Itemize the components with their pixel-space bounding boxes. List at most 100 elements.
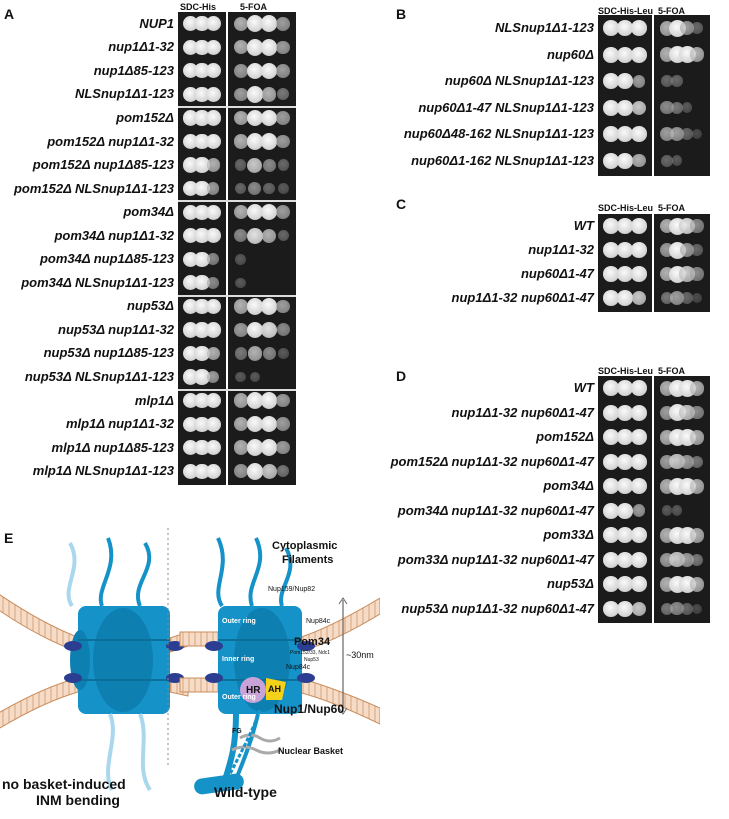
yeast-spot (246, 462, 264, 480)
yeast-spot (603, 404, 619, 421)
basket-ring (194, 773, 244, 795)
yeast-spot (617, 218, 633, 234)
yeast-spot (603, 453, 619, 470)
yeast-spot (205, 416, 221, 432)
yeast-spot (631, 380, 647, 397)
strain-label: nup1Δ1-32 nup60Δ1-47 (451, 404, 594, 420)
caption-left-1: no basket-induced (2, 776, 126, 792)
hr-domain (240, 677, 266, 703)
yeast-spot (603, 46, 619, 63)
strain-label: mlp1Δ nup1Δ1-32 (66, 416, 174, 432)
right-filament (248, 537, 263, 607)
yeast-spot (260, 133, 278, 150)
yeast-spot (603, 380, 619, 397)
yeast-spot (277, 348, 289, 359)
yeast-spot (617, 502, 633, 519)
strain-label: pom34Δ (123, 204, 174, 220)
pom-sub2-label: Nup53 (304, 657, 319, 663)
yeast-spot (235, 253, 247, 265)
yeast-spot (260, 109, 278, 127)
yeast-spot (260, 415, 278, 433)
yeast-spot (632, 504, 646, 518)
yeast-spot (603, 502, 619, 519)
group-divider (178, 294, 296, 297)
yeast-spot (617, 478, 633, 495)
strain-label: nup60Δ NLSnup1Δ1-123 (444, 73, 594, 89)
strain-label: nup53Δ nup1Δ1-32 (58, 321, 174, 337)
ah-label: AH (268, 684, 281, 694)
yeast-spot (261, 463, 277, 479)
yeast-spot (689, 380, 705, 396)
right-transmembrane (297, 641, 315, 651)
yeast-spot (277, 183, 289, 194)
yeast-spot (205, 133, 221, 150)
filaments-label: Filaments (282, 554, 334, 566)
yeast-spot (603, 242, 619, 258)
strain-label: mlp1Δ (134, 392, 174, 408)
strain-label: nup60Δ1-47 NLSnup1Δ1-123 (418, 99, 594, 115)
yeast-spot (233, 40, 248, 55)
yeast-spot (260, 39, 278, 56)
yeast-spot (233, 440, 248, 455)
yeast-spot (235, 182, 247, 195)
spot-grid-a (178, 12, 296, 485)
nup1-strand (220, 709, 262, 791)
strain-label: pom34Δ NLSnup1Δ1-123 (21, 274, 174, 290)
yeast-spot (661, 75, 673, 88)
spot-grid-d (598, 376, 710, 623)
left-filament (98, 537, 114, 607)
strain-label: pom34Δ nup1Δ85-123 (39, 251, 174, 267)
yeast-spot (631, 20, 647, 37)
yeast-spot (603, 99, 619, 116)
yeast-spot (617, 99, 633, 116)
yeast-spot (681, 602, 693, 615)
left-basket-strand (138, 713, 152, 792)
yeast-spot (680, 454, 694, 469)
yeast-spot (205, 463, 221, 479)
yeast-spot (690, 219, 704, 233)
strain-label: nup1Δ1-32 nup60Δ1-47 (451, 290, 594, 305)
npc-schematic-svg (0, 528, 381, 795)
yeast-spot (276, 323, 290, 337)
yeast-spot (246, 39, 264, 56)
yeast-spot (661, 505, 673, 517)
yeast-spot (681, 102, 693, 114)
yeast-spot (603, 266, 619, 282)
yeast-spot (689, 527, 705, 543)
yeast-spot (631, 290, 647, 306)
left-filament (66, 542, 77, 608)
yeast-spot (206, 182, 220, 195)
yeast-spot (205, 392, 221, 409)
strain-label: mlp1Δ nup1Δ85-123 (51, 439, 174, 455)
yeast-spot (276, 134, 291, 149)
yeast-spot (205, 322, 221, 338)
fg-label: FG (232, 728, 242, 735)
yeast-spot (671, 505, 683, 517)
yeast-spot (248, 182, 262, 196)
yeast-spot (194, 345, 210, 362)
yeast-spot (246, 439, 264, 456)
yeast-spot (205, 16, 221, 32)
group-divider (178, 200, 296, 203)
yeast-spot (246, 298, 264, 315)
strain-label: pom34Δ nup1Δ1-32 nup60Δ1-47 (397, 502, 594, 518)
yeast-spot (233, 110, 248, 126)
right-transmembrane (297, 673, 315, 683)
yeast-spot (194, 251, 210, 267)
yeast-spot (670, 127, 684, 142)
column-header: 5-FOA (658, 203, 685, 213)
strain-label: nup60Δ48-162 NLSnup1Δ1-123 (403, 126, 594, 142)
yeast-spot (235, 277, 247, 289)
spot-grid-b (598, 15, 710, 176)
cytoplasmic-label: Cytoplasmic (272, 540, 338, 552)
hr-label: HR (246, 685, 261, 696)
yeast-spot (277, 465, 290, 478)
yeast-spot (689, 478, 705, 494)
yeast-spot (233, 87, 248, 102)
yeast-spot (617, 290, 633, 306)
column-header: SDC-His (180, 2, 217, 12)
yeast-spot (617, 527, 633, 544)
yeast-spot (260, 15, 278, 33)
right-transmembrane (205, 673, 223, 683)
yeast-spot (603, 218, 619, 234)
